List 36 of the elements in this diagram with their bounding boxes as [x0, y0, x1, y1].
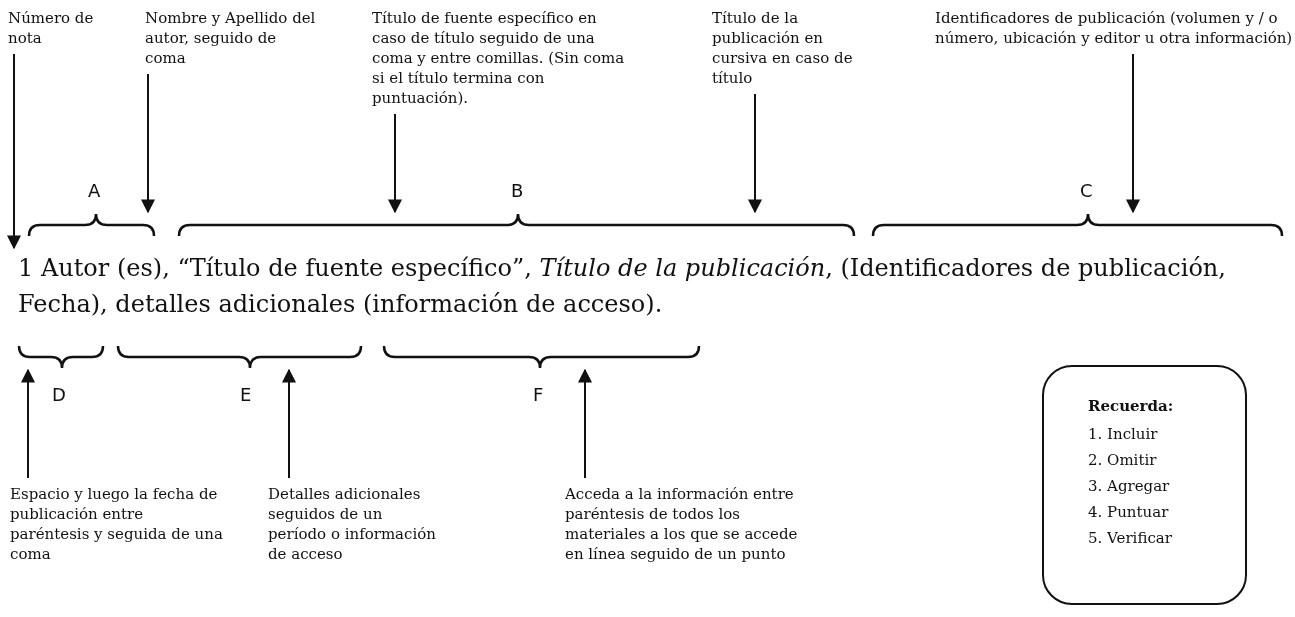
citation-text: 1 Autor (es), “Título de fuente específico”, Título de la publicación, (Identificadores de publicación, Fecha), detalles adicionales (información de acceso). [18, 250, 1293, 322]
annotation-text: Número de nota [8, 8, 98, 48]
leader-arrow [7, 53, 21, 250]
list-item: 1. Incluir [1088, 424, 1159, 445]
list-item: 4. Puntuar [1088, 502, 1170, 523]
leader-arrow [1126, 53, 1140, 214]
leader-arrow [21, 368, 35, 479]
curly-brace [28, 214, 155, 236]
section-letter: C [1080, 180, 1093, 201]
curly-brace [383, 346, 700, 368]
list-item: 5. Verificar [1088, 528, 1173, 549]
list-item: 2. Omitir [1088, 450, 1158, 471]
section-letter: B [511, 180, 524, 201]
section-letter: E [240, 384, 252, 405]
list-item: 3. Agregar [1088, 476, 1171, 497]
curly-brace [18, 346, 104, 368]
curly-brace [872, 214, 1283, 236]
leader-arrow [282, 368, 296, 479]
annotation-text: Nombre y Apellido del autor, seguido de coma [145, 8, 320, 68]
section-letter: F [533, 384, 544, 405]
section-letter: D [52, 384, 66, 405]
reminder-box [1042, 365, 1247, 605]
annotation-text: Título de la publicación en cursiva en caso de título [712, 8, 877, 88]
annotation-text: Detalles adicionales seguidos de un período o información de acceso [268, 484, 443, 564]
leader-arrow [748, 93, 762, 214]
annotation-text: Acceda a la información entre paréntesis de todos los materiales a los que se accede en línea seguido de un punto [565, 484, 800, 564]
leader-arrow [388, 113, 402, 214]
section-letter: A [88, 180, 101, 201]
annotation-text: Título de fuente específico en caso de título seguido de una coma y entre comillas. (Sin coma si el título termina con puntuación). [372, 8, 627, 108]
curly-brace [117, 346, 362, 368]
box-heading: Recuerda: [1088, 396, 1175, 417]
leader-arrow [578, 368, 592, 479]
curly-brace [178, 214, 855, 236]
leader-arrow [141, 73, 155, 214]
annotation-text: Espacio y luego la fecha de publicación entre paréntesis y seguida de una coma [10, 484, 225, 564]
annotation-text: Identificadores de publicación (volumen y / o número, ubicación y editor u otra información) [935, 8, 1295, 48]
